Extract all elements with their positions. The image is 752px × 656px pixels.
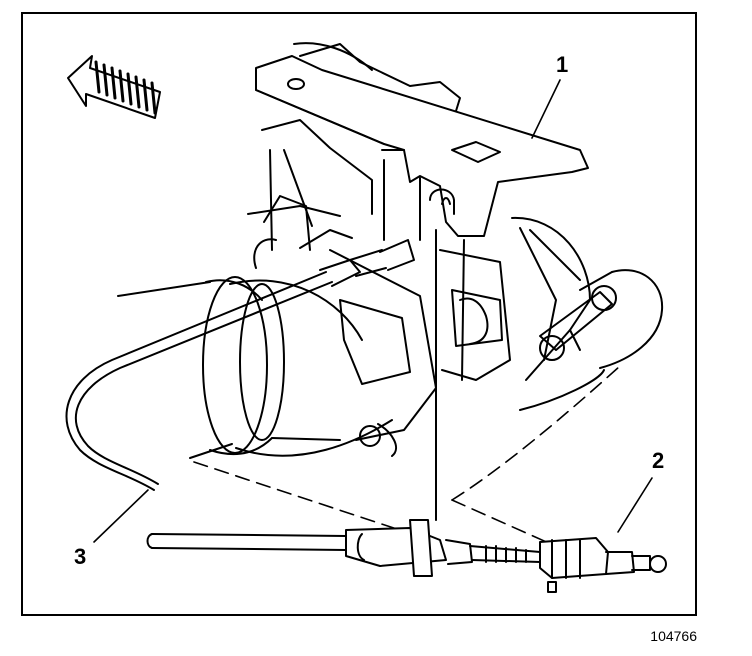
cable-connector	[539, 537, 667, 593]
cable-terminal	[146, 519, 541, 577]
callout-2-label: 2	[652, 448, 665, 473]
alignment-leaders	[193, 229, 621, 549]
direction-arrow-icon	[67, 55, 161, 119]
callout-1-label: 1	[556, 52, 569, 77]
intake-duct	[117, 276, 393, 459]
callout-3-label: 3	[74, 544, 87, 569]
cable	[65, 239, 415, 491]
diagram-frame	[21, 12, 697, 616]
figure-number: 104766	[650, 628, 697, 644]
lever-assembly	[511, 216, 664, 411]
callout-leaders	[93, 79, 653, 543]
